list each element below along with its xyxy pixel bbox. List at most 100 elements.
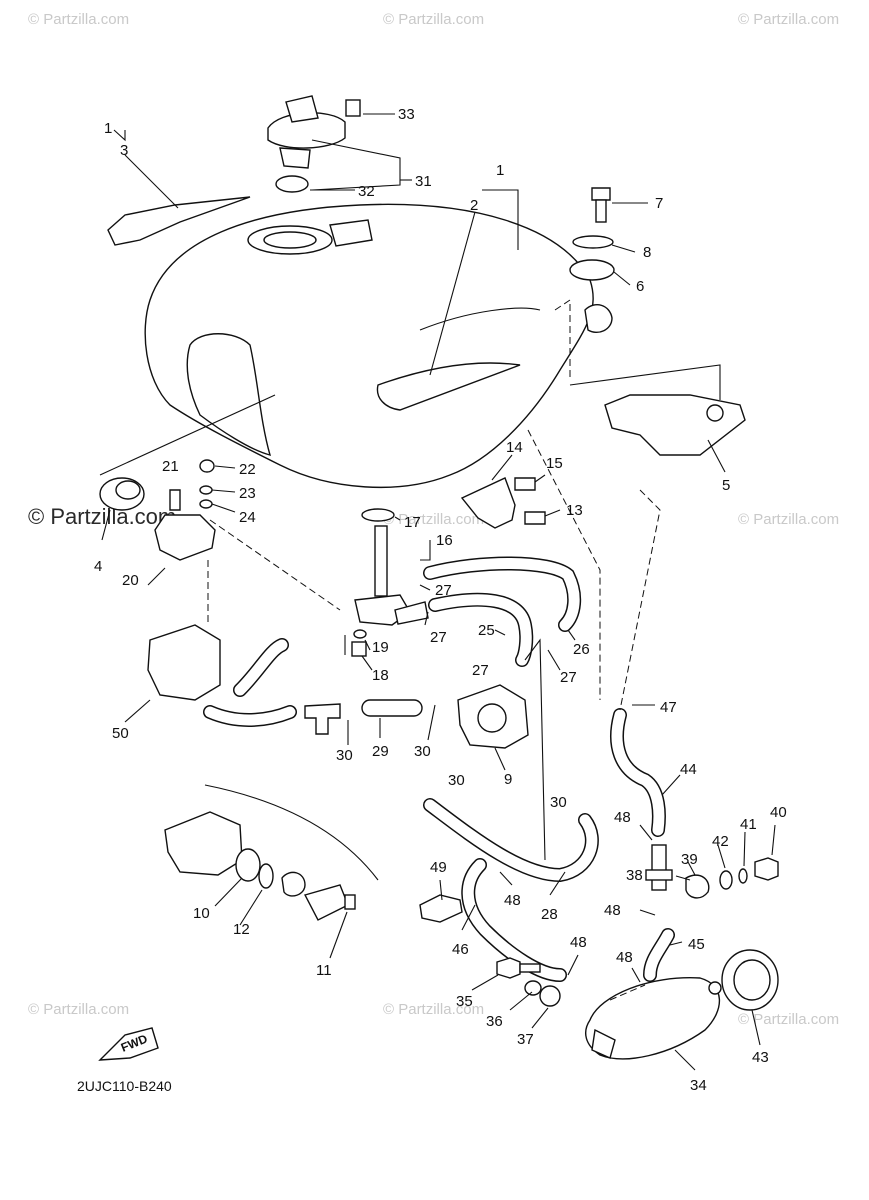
fuel-pump-9-cover [477, 703, 507, 733]
callout-5: 5 [722, 477, 730, 494]
callout-24: 24 [239, 509, 256, 526]
callout-46: 46 [452, 941, 469, 958]
callout-17: 17 [404, 514, 421, 531]
bolt-35-shank [519, 963, 541, 973]
tank-rear-mount [584, 304, 613, 334]
screw-18 [351, 641, 367, 657]
fuel-cock-16 [351, 508, 429, 657]
bolt-15 [514, 477, 536, 491]
fuel-pump-9 [457, 684, 529, 749]
fitting-38-hex [645, 869, 673, 881]
rear-mount-hardware [569, 187, 615, 281]
fuel-tank [144, 203, 613, 489]
watermark-top-right: © Partzilla.com [738, 11, 839, 28]
callout-30-d: 30 [550, 794, 567, 811]
callout-39: 39 [681, 851, 698, 868]
callout-28: 28 [541, 906, 558, 923]
callout-49: 49 [430, 859, 447, 876]
callout-2: 2 [470, 197, 478, 214]
tank-recess-left [186, 333, 272, 456]
callout-33: 33 [398, 106, 415, 123]
fuel-pump-50-body [147, 624, 221, 701]
callout-34: 34 [690, 1077, 707, 1094]
callout-41: 41 [740, 816, 757, 833]
clamp-39 [685, 874, 710, 899]
bolt-35 [496, 957, 521, 979]
callout-40: 40 [770, 804, 787, 821]
callout-15: 15 [546, 455, 563, 472]
callout-16: 16 [436, 532, 453, 549]
fwd-arrow-shape [98, 1027, 159, 1061]
watermark-bottom-center: © Partzilla.com [383, 1001, 484, 1018]
fuel-pump-50 [147, 624, 341, 735]
canister-34-port [708, 981, 722, 995]
callout-50: 50 [112, 725, 129, 742]
callout-7: 7 [655, 195, 663, 212]
washer-23 [199, 485, 213, 495]
cover-43-inner [733, 959, 771, 1001]
callout-18: 18 [372, 667, 389, 684]
tank-emblem-2 [376, 362, 521, 411]
tank-mount-hidden [554, 299, 571, 380]
pump-body-detail [164, 811, 243, 876]
detail-bracket-line [204, 784, 379, 881]
callout-14: 14 [506, 439, 523, 456]
damper-6 [569, 259, 615, 281]
fuel-cock-outlet [394, 601, 429, 625]
bracket-5 [604, 394, 746, 456]
callout-35: 35 [456, 993, 473, 1010]
callout-37: 37 [517, 1031, 534, 1048]
fuel-cap-key [285, 95, 319, 123]
pump-plate [303, 884, 349, 921]
callout-27-d: 27 [560, 669, 577, 686]
callout-32: 32 [358, 183, 375, 200]
callout-3: 3 [120, 142, 128, 159]
fuel-cap-assembly [267, 95, 361, 193]
bracket-20 [154, 514, 216, 561]
bolt-7-shank [595, 199, 607, 223]
callout-11: 11 [316, 962, 332, 979]
hose-29 [361, 699, 423, 717]
washer-8 [572, 235, 614, 249]
o-ring-12 [258, 863, 274, 889]
callout-23: 23 [239, 485, 256, 502]
watermark-middle-right: © Partzilla.com [738, 511, 839, 528]
watermark-bottom-left: © Partzilla.com [28, 1001, 129, 1018]
bolt-13 [524, 511, 546, 525]
washer-42 [719, 870, 733, 890]
callout-30-c: 30 [448, 772, 465, 789]
canister-34 [584, 977, 722, 1060]
callout-30-a: 30 [336, 747, 353, 764]
bolt-21 [169, 489, 181, 511]
bolt-40 [754, 857, 779, 881]
fitting-38 [651, 844, 667, 891]
callout-8: 8 [643, 244, 651, 261]
callout-48-b: 48 [604, 902, 621, 919]
callout-30-b: 30 [414, 743, 431, 760]
watermark-middle-center: © Partzilla.com [383, 511, 484, 528]
callout-27-b: 27 [430, 629, 447, 646]
callout-6: 6 [636, 278, 644, 295]
watermark-group: © Partzilla.com © Partzilla.com © Partzi… [28, 11, 839, 1028]
tank-character-line [419, 307, 541, 331]
washer-24 [199, 499, 213, 509]
callout-31: 31 [415, 173, 432, 190]
callout-10: 10 [193, 905, 210, 922]
callout-19: 19 [372, 639, 389, 656]
bolt-7-head [591, 187, 611, 201]
callout-47: 47 [660, 699, 677, 716]
small-hardware-left [169, 459, 215, 511]
diagram-code: 2UJC110-B240 [77, 1078, 172, 1094]
callout-44: 44 [680, 761, 697, 778]
callout-29: 29 [372, 743, 389, 760]
callout-labels: 1 3 33 31 32 1 2 7 8 6 5 21 22 23 24 4 2… [94, 106, 787, 1094]
fuel-cap-base [279, 147, 311, 169]
washer-41 [738, 868, 748, 884]
filler-neck-inner [263, 231, 317, 249]
leader-lines [99, 113, 776, 1071]
collar-36 [524, 980, 542, 996]
emblem-3 [107, 196, 251, 246]
screw-22 [199, 459, 215, 473]
bracket-49 [419, 894, 463, 923]
callout-9: 9 [504, 771, 512, 788]
